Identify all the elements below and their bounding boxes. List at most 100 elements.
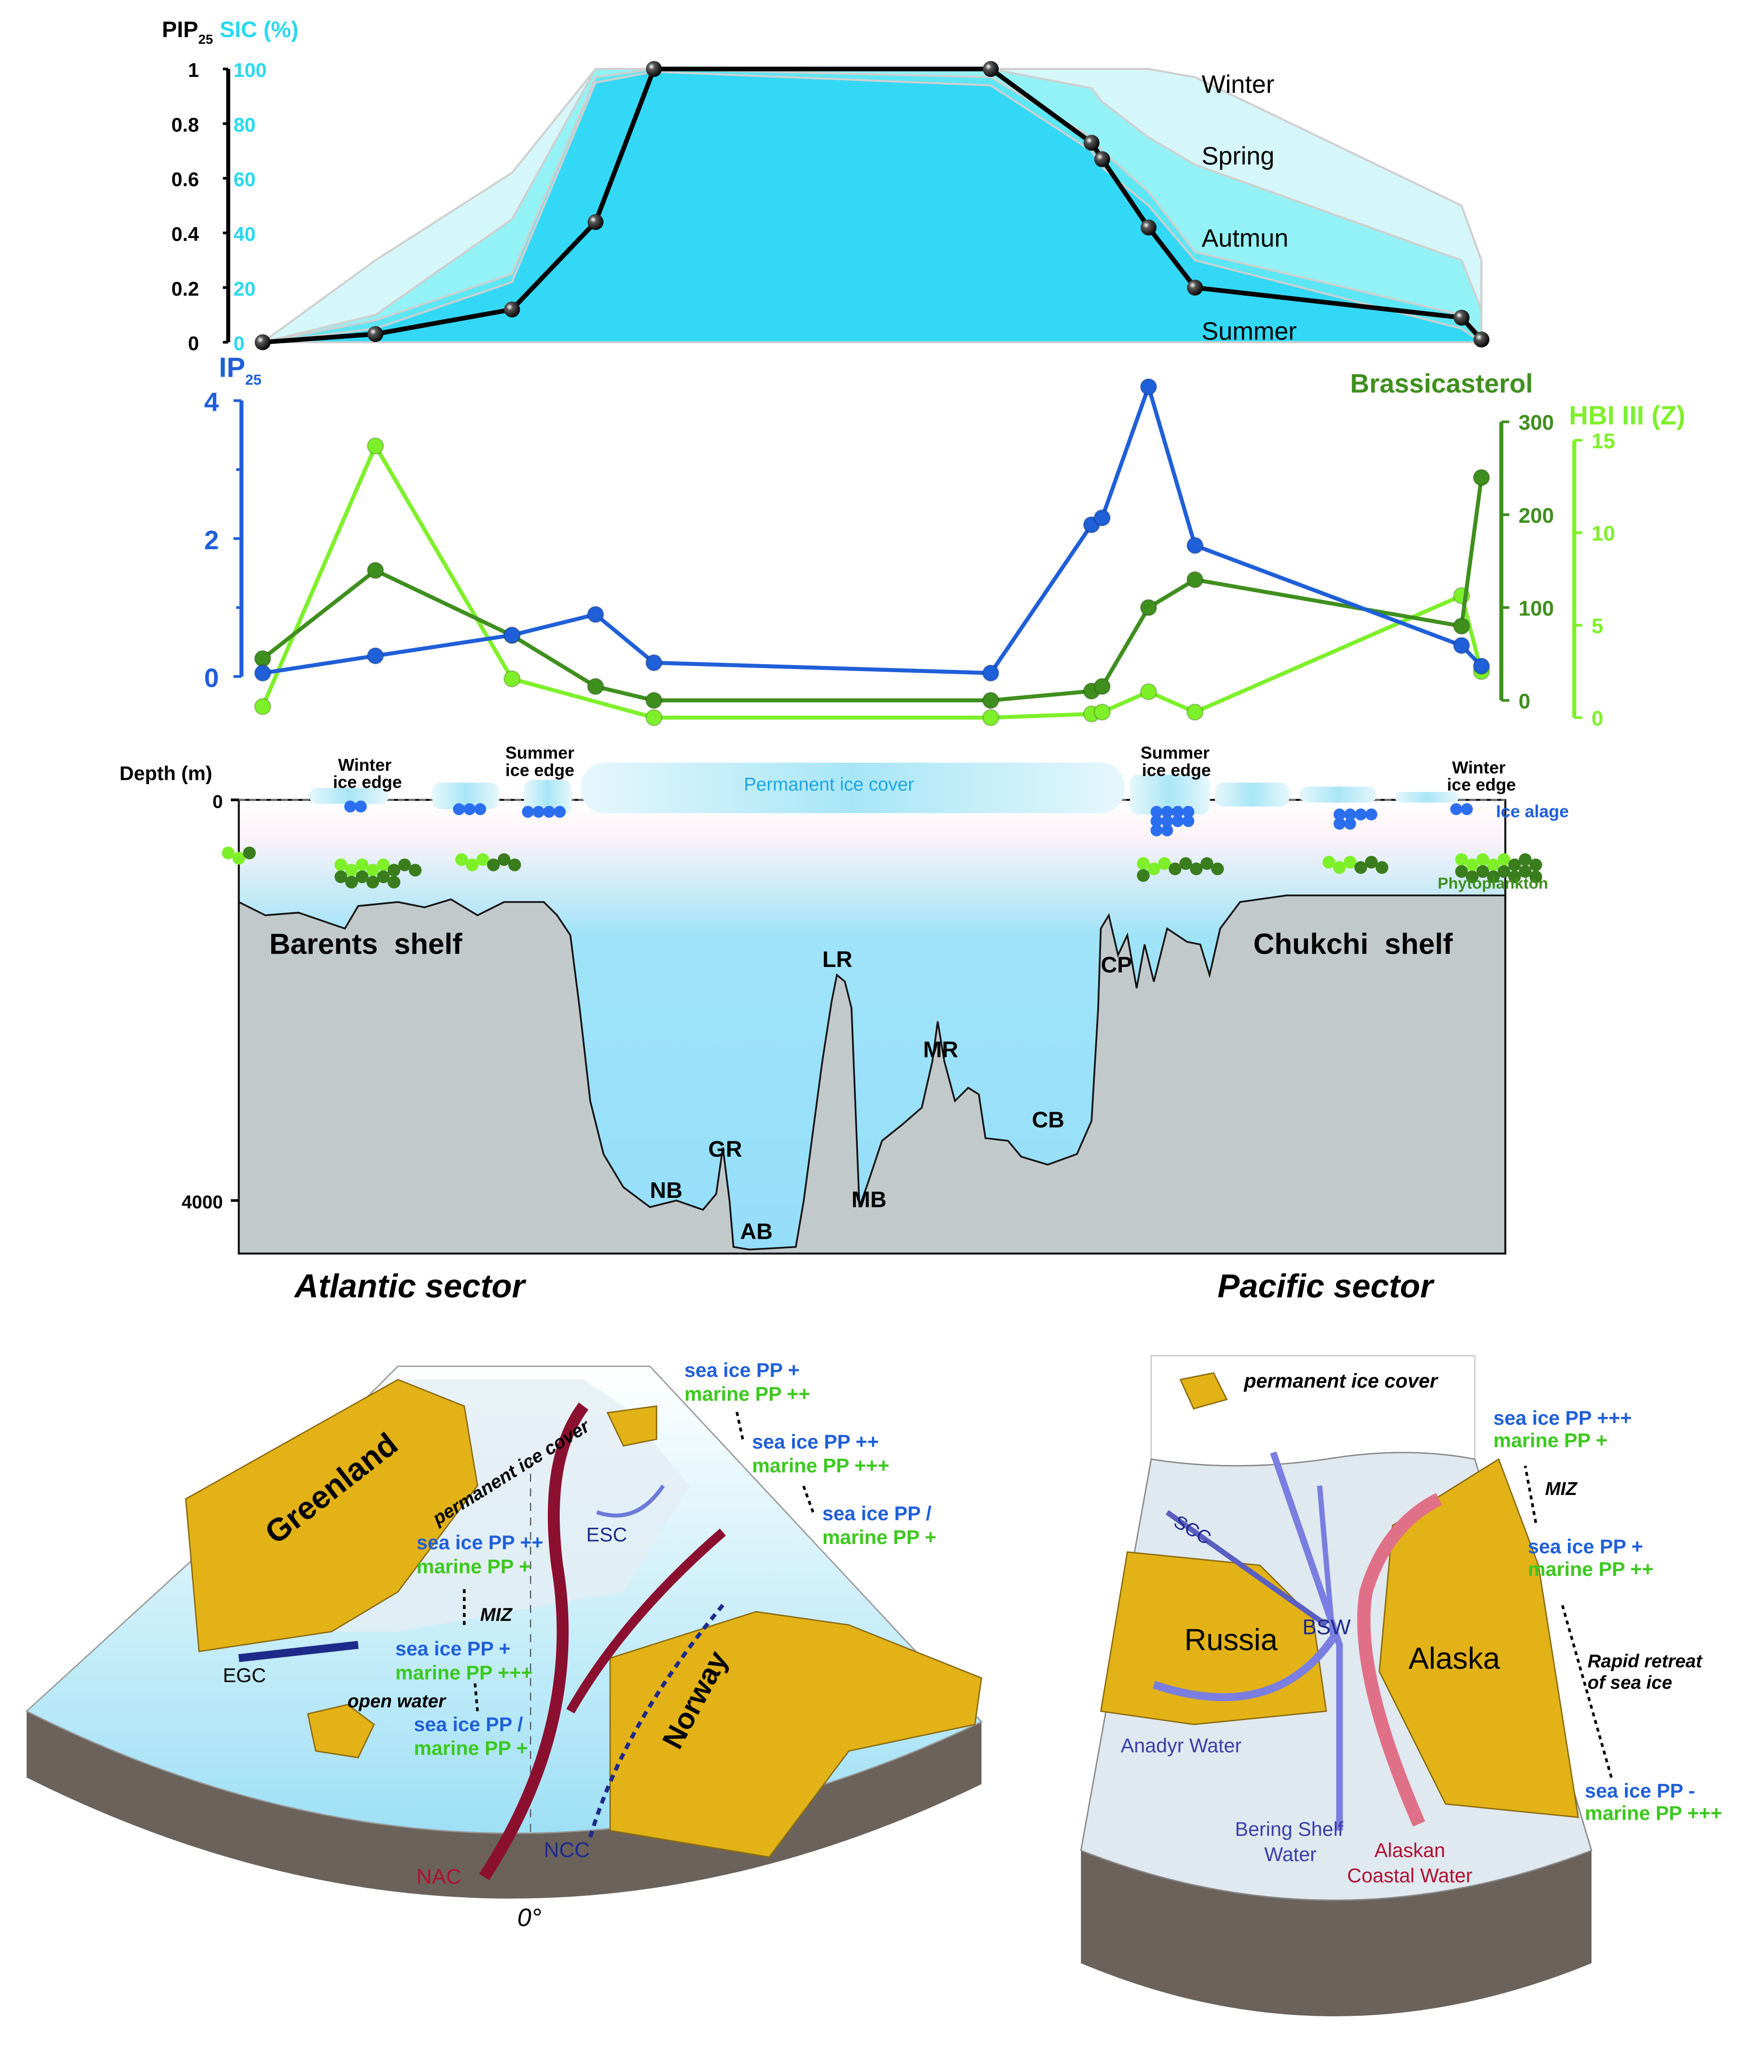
ice-algae-cell	[1365, 808, 1378, 821]
hbi-point	[254, 697, 271, 716]
permanent-ice-cover	[581, 763, 1125, 813]
miz-label: MIZ	[1545, 1479, 1578, 1499]
phytoplankton-cell	[345, 864, 358, 877]
ip25-tick-label: 0	[204, 663, 219, 693]
hbi-tick-label: 5	[1592, 615, 1604, 638]
phytoplankton-cell	[387, 876, 401, 889]
phytoplankton-cell	[1158, 857, 1171, 870]
open-water-label: open water	[347, 1691, 446, 1712]
phytoplankton-cell	[1137, 857, 1150, 870]
ice-algae-cell	[554, 806, 566, 818]
ip25-point	[1186, 537, 1204, 554]
ip25-point	[587, 606, 605, 623]
svg-text:sea ice PP ++: sea ice PP ++	[752, 1430, 879, 1453]
phytoplankton-cell	[387, 864, 401, 877]
ice-algae-label: Ice alage	[1496, 801, 1569, 821]
pp-annotation: sea ice PP /marine PP +	[823, 1502, 937, 1548]
svg-text:sea ice PP +: sea ice PP +	[395, 1637, 510, 1660]
ip25-tick-label: 4	[204, 388, 219, 417]
phytoplankton-cell	[1476, 865, 1489, 878]
svg-text:marine PP +++: marine PP +++	[1585, 1802, 1722, 1824]
hbi-tick-label: 15	[1592, 429, 1615, 453]
phytoplankton-cell	[1365, 856, 1378, 869]
ip25-point	[367, 647, 384, 665]
feature-gr: GR	[708, 1137, 742, 1162]
alaskan-coastal-water-arrow	[1357, 1493, 1442, 1827]
ice-algae-cell	[355, 800, 367, 813]
pip25-point	[1140, 219, 1157, 236]
phytoplankton-cell	[334, 858, 347, 871]
hbi-point	[367, 437, 384, 455]
ice-algae-clusters	[344, 800, 1473, 837]
brassicasterol-tick-label: 0	[1518, 690, 1530, 713]
phytoplankton-cell	[1487, 858, 1500, 871]
brassicasterol-point	[1453, 617, 1470, 635]
phytoplankton-cell	[345, 876, 358, 889]
phytoplankton-cell	[408, 864, 422, 877]
svg-text:sea ice PP +: sea ice PP +	[684, 1359, 800, 1381]
pip25-point	[982, 61, 999, 77]
phytoplankton-cell	[1354, 861, 1368, 874]
brassicasterol-point	[1093, 677, 1111, 695]
phytoplankton-cell	[222, 847, 235, 859]
pacific-sector-label: Pacific sector	[1218, 1267, 1435, 1305]
phytoplankton-cell	[455, 853, 468, 866]
ice-algae-cell	[1182, 806, 1195, 818]
permanent-ice-legend-icon	[1179, 1372, 1228, 1410]
barents-shelf-label: Barents shelf	[269, 927, 463, 960]
feature-ab: AB	[740, 1219, 773, 1244]
map-base	[1080, 1850, 1592, 2016]
hbi-point	[645, 709, 663, 727]
pp-annotations: sea ice PP +marine PP ++ sea ice PP ++ ma…	[395, 1359, 936, 1759]
phytoplankton-cell	[1322, 856, 1336, 869]
ice-algae-cell	[463, 803, 476, 816]
pip25-line	[262, 67, 1483, 345]
nac-arrow	[479, 1402, 589, 1881]
ip25-point	[982, 664, 1000, 682]
phytoplankton-cell	[1169, 862, 1182, 876]
feature-cp: CP	[1101, 952, 1132, 977]
ice-algae-cell	[453, 803, 465, 816]
bsw-label: BSW	[1302, 1616, 1351, 1639]
pacific-sector-map: permanent ice cover SCC Russia BSW Alask…	[1080, 1355, 1722, 2016]
pp-annotation: sea ice PP -marine PP +++	[1585, 1779, 1722, 1824]
svg-text:marine PP +++: marine PP +++	[395, 1661, 532, 1684]
ip25-point	[1093, 509, 1111, 527]
svg-text:marine PP +: marine PP +	[1493, 1429, 1607, 1452]
hbi-point	[1186, 703, 1204, 721]
ice-algae-cell	[1161, 815, 1173, 827]
phytoplankton-label: Phytoplankton	[1437, 875, 1548, 893]
hbi-point	[503, 670, 521, 687]
pip25-point	[587, 214, 604, 230]
anadyr-water-label: Anadyr Water	[1121, 1734, 1242, 1757]
hbi-axis-label: HBI III (Z)	[1569, 401, 1685, 430]
sic-area-summer	[262, 70, 1485, 343]
brassicasterol-point	[1186, 571, 1204, 588]
phytoplankton-cell	[1466, 858, 1479, 871]
phytoplankton-cell	[1466, 870, 1479, 884]
atlantic-sector-label: Atlantic sector	[294, 1267, 527, 1305]
depth-axis-label: Depth (m)	[119, 762, 212, 784]
ip25-tick-label: 2	[204, 525, 219, 555]
ice-algae-cell	[1344, 817, 1357, 830]
phytoplankton-cell	[1179, 857, 1192, 870]
ice-algae-cell	[1150, 806, 1163, 818]
pip25-point	[1453, 309, 1470, 326]
phytoplankton-cell	[366, 864, 379, 877]
phytoplankton-cell	[1333, 861, 1346, 874]
bering-shelf-water-arrow	[1270, 1451, 1343, 1831]
meridian-label: 0°	[517, 1904, 542, 1932]
pip25-point	[255, 334, 271, 350]
pp-annotation: sea ice PP +marine PP ++	[684, 1359, 810, 1405]
svg-text:marine PP ++: marine PP ++	[1528, 1558, 1654, 1580]
feature-nb: NB	[650, 1178, 682, 1203]
phytoplankton-cell	[1455, 865, 1468, 878]
ice-algae-cell	[1333, 808, 1346, 821]
permanent-ice-cover-label: Permanent ice cover	[744, 775, 914, 795]
pip-tick-label: 0.2	[171, 278, 199, 300]
